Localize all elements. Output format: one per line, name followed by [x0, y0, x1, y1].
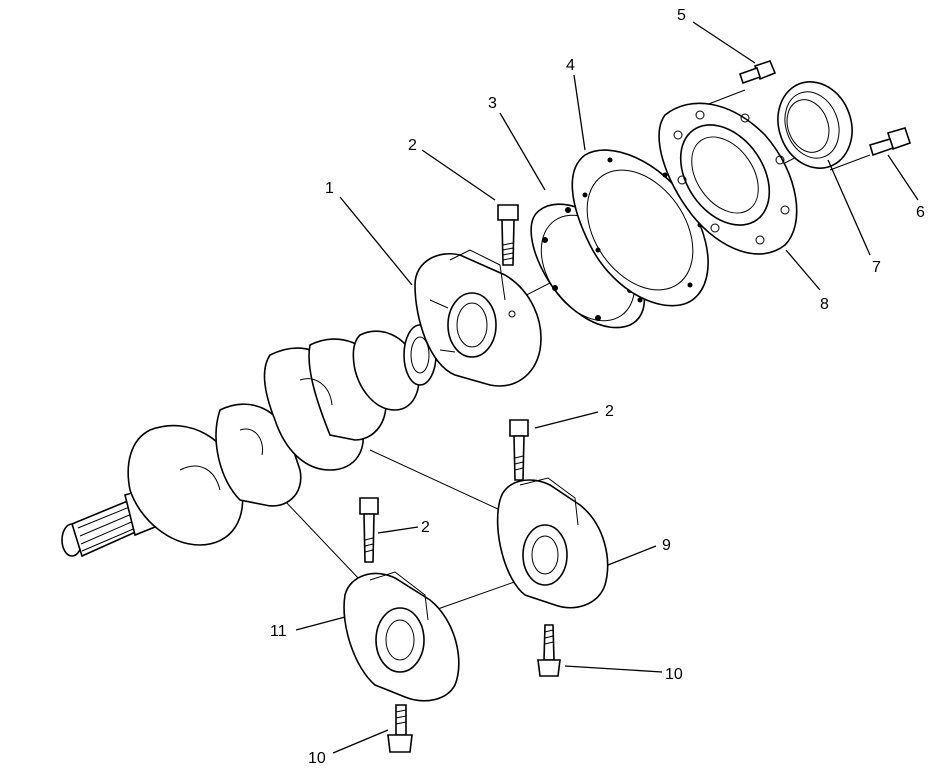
part-2-bolt-lower — [359, 497, 379, 563]
part-11-bearing-cap — [343, 571, 460, 702]
callout-10-bottom: 10 — [308, 750, 326, 767]
callout-2-lower: 2 — [421, 519, 430, 536]
part-2-bolt-upper — [497, 204, 519, 266]
callout-3: 3 — [488, 95, 497, 112]
callout-11: 11 — [270, 623, 287, 640]
callout-7: 7 — [872, 259, 881, 276]
callout-2-upper: 2 — [408, 137, 417, 154]
callouts: 1 2 3 4 5 6 7 8 2 2 9 10 11 10 — [270, 7, 925, 767]
part-8-seal-housing — [658, 102, 798, 255]
part-2-bolt-middle — [509, 419, 529, 481]
part-6-bolt — [869, 127, 912, 157]
callout-9: 9 — [662, 537, 671, 554]
callout-8: 8 — [820, 296, 829, 313]
leader-lines — [295, 21, 919, 754]
part-10-bolt-bottom — [387, 704, 413, 753]
callout-5: 5 — [677, 7, 686, 24]
callout-1: 1 — [325, 180, 334, 197]
callout-6: 6 — [916, 204, 925, 221]
callout-2-middle: 2 — [605, 403, 614, 420]
callout-4: 4 — [566, 57, 575, 74]
part-5-bolt — [738, 60, 777, 85]
part-7-oil-seal — [777, 81, 853, 169]
spline-end — [71, 498, 141, 558]
part-1-bearing-housing — [414, 249, 542, 387]
crankshaft — [61, 324, 437, 558]
part-10-bolt-right — [537, 624, 561, 677]
callout-10-right: 10 — [665, 666, 683, 683]
part-9-bearing-cap — [496, 477, 609, 609]
